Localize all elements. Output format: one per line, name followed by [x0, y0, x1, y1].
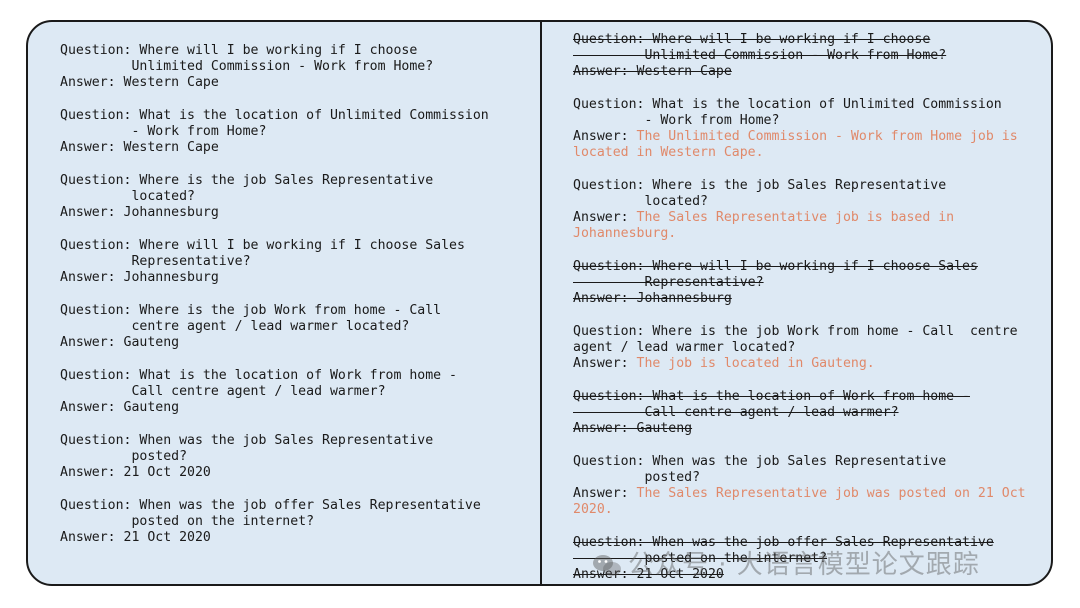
question-line: Question: Where will I be working if I c… — [573, 259, 978, 274]
watermark: 公众号 · 大语言模型论文跟踪 — [592, 544, 980, 581]
question-line: Question: When was the job offer Sales R… — [573, 535, 994, 550]
question-line: Question: What is the location of Unlimi… — [60, 108, 489, 123]
question-line: Question: Where is the job Work from hom… — [573, 324, 1018, 339]
qa-pair: Question: Where will I be working if I c… — [60, 43, 530, 91]
watermark-text: 公众号 · 大语言模型论文跟踪 — [628, 550, 980, 580]
qa-comparison-panel: Question: Where will I be working if I c… — [26, 20, 1053, 586]
qa-pair: Question: Where is the job Sales Represe… — [60, 173, 530, 221]
question-line: centre agent / lead warmer located? — [60, 319, 410, 334]
question-line: Unlimited Commission - Work from Home? — [573, 48, 947, 63]
removed-qa-pair: Question: Where will I be working if I c… — [573, 259, 1043, 307]
question-line: Representative? — [573, 275, 764, 290]
question-line: Representative? — [60, 254, 251, 269]
answer-line: Answer: Johannesburg — [60, 270, 219, 285]
question-line: Unlimited Commission - Work from Home? — [60, 59, 434, 74]
question-line: - Work from Home? — [573, 113, 780, 128]
question-line: located? — [573, 194, 708, 209]
qa-pair: Question: What is the location of Unlimi… — [60, 108, 530, 156]
answer-line: Answer: The job is located in Gauteng. — [573, 356, 1043, 372]
answer-label: Answer: — [573, 210, 637, 225]
question-line: Question: Where is the job Sales Represe… — [573, 178, 947, 193]
question-line: Question: Where will I be working if I c… — [60, 238, 465, 253]
question-line: Call centre agent / lead warmer? — [60, 384, 386, 399]
answer-line: Answer: Gauteng — [60, 400, 180, 415]
question-line: posted on the internet? — [573, 551, 828, 566]
question-line: Question: What is the location of Unlimi… — [573, 97, 1002, 112]
answer-line: Answer: 21 Oct 2020 — [573, 567, 724, 582]
removed-qa-pair: Question: What is the location of Work f… — [573, 389, 1043, 437]
answer-line: Answer: Johannesburg — [573, 291, 732, 306]
question-line: located? — [60, 189, 195, 204]
answer-label: Answer: — [573, 486, 637, 501]
answer-line: Answer: The Unlimited Commission - Work … — [573, 129, 1043, 161]
question-line: posted? — [573, 470, 701, 485]
qa-pair: Question: Where is the job Work from hom… — [573, 324, 1043, 372]
original-qa-column: Question: Where will I be working if I c… — [60, 43, 530, 563]
question-line: Question: Where is the job Sales Represe… — [60, 173, 434, 188]
answer-line: Answer: Gauteng — [573, 421, 693, 436]
question-line: Question: Where will I be working if I c… — [60, 43, 418, 58]
answer-label: Answer: — [573, 129, 637, 144]
question-line: Question: When was the job Sales Represe… — [60, 433, 434, 448]
answer-line: Answer: 21 Oct 2020 — [60, 530, 211, 545]
answer-line: Answer: Western Cape — [573, 64, 732, 79]
question-line: Question: What is the location of Work f… — [573, 389, 970, 404]
removed-qa-pair: Question: When was the job offer Sales R… — [573, 535, 1043, 583]
question-line: posted? — [60, 449, 188, 464]
question-line: posted on the internet? — [60, 514, 315, 529]
question-line: Question: What is the location of Work f… — [60, 368, 457, 383]
generated-answer: The job is located in Gauteng. — [636, 356, 875, 371]
answer-line: Answer: Western Cape — [60, 75, 219, 90]
question-line: Question: When was the job offer Sales R… — [60, 498, 481, 513]
column-divider — [540, 22, 542, 584]
qa-pair: Question: When was the job Sales Represe… — [573, 454, 1043, 518]
answer-line: Answer: The Sales Representative job is … — [573, 210, 1043, 242]
answer-line: Answer: 21 Oct 2020 — [60, 465, 211, 480]
question-line: Question: When was the job Sales Represe… — [573, 454, 947, 469]
question-line: Question: Where is the job Work from hom… — [60, 303, 442, 318]
answer-line: Answer: Johannesburg — [60, 205, 219, 220]
qa-pair: Question: What is the location of Work f… — [60, 368, 530, 416]
question-line: - Work from Home? — [60, 124, 267, 139]
qa-pair: Question: Where is the job Sales Represe… — [573, 178, 1043, 242]
generated-answer: The Sales Representative job was posted … — [573, 486, 1026, 517]
question-line: Call centre agent / lead warmer? — [573, 405, 899, 420]
wechat-icon — [593, 554, 621, 576]
generated-answer: The Sales Representative job is based in… — [573, 210, 955, 241]
qa-pair: Question: What is the location of Unlimi… — [573, 97, 1043, 161]
generated-answer: The Unlimited Commission - Work from Hom… — [573, 129, 1018, 160]
answer-line: Answer: Western Cape — [60, 140, 219, 155]
answer-label: Answer: — [573, 356, 637, 371]
removed-qa-pair: Question: Where will I be working if I c… — [573, 32, 1043, 80]
question-line: Question: Where will I be working if I c… — [573, 32, 931, 47]
question-line: agent / lead warmer located? — [573, 340, 796, 355]
qa-pair: Question: When was the job offer Sales R… — [60, 498, 530, 546]
qa-pair: Question: When was the job Sales Represe… — [60, 433, 530, 481]
qa-pair: Question: Where will I be working if I c… — [60, 238, 530, 286]
rewritten-qa-column: Question: Where will I be working if I c… — [573, 32, 1043, 584]
answer-line: Answer: Gauteng — [60, 335, 180, 350]
answer-line: Answer: The Sales Representative job was… — [573, 486, 1043, 518]
qa-pair: Question: Where is the job Work from hom… — [60, 303, 530, 351]
